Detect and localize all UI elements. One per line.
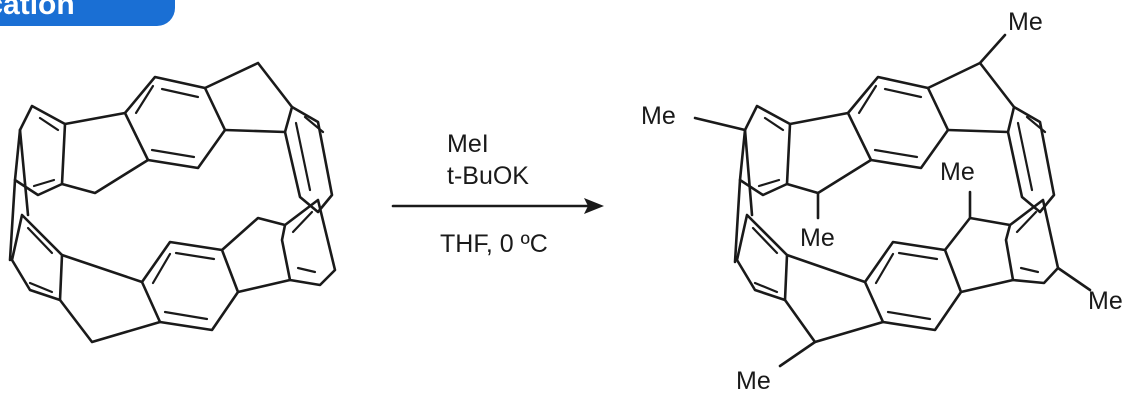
reactant-ch2-bottom: [58, 298, 162, 344]
product-ring-left-lower: [735, 213, 789, 302]
methyl-label-left: Me: [641, 102, 676, 130]
methyl-label-bottom: Me: [736, 367, 771, 395]
reactant-ch2-mid: [220, 216, 287, 252]
reaction-arrow: [391, 198, 604, 214]
reactant-ring-right-upper: [283, 105, 334, 214]
reactant-ch2-left: [60, 158, 150, 195]
reactant-ch2-top: [203, 61, 294, 109]
product-ring-right-upper: [1006, 105, 1056, 214]
product-ring-right-lower: [1004, 198, 1060, 285]
product-chme-top: [926, 61, 1016, 109]
section-badge: ication: [0, 0, 175, 26]
section-badge-label: ication: [0, 0, 75, 21]
methyl-label-right: Me: [1088, 287, 1123, 315]
reactant-ring-left-lower: [10, 213, 64, 302]
product-chme-mid: [943, 216, 1012, 252]
product-chme-left: [785, 158, 873, 195]
reagent-mei: MeI: [447, 130, 489, 158]
methyl-label-inner-right: Me: [940, 158, 975, 186]
methyl-label-top: Me: [1008, 8, 1043, 36]
methyl-label-inner-left: Me: [800, 224, 835, 252]
reactant-ring-right-lower: [280, 198, 337, 287]
reactant-molecule: [8, 61, 337, 344]
reagent-tbuok: t-BuOK: [447, 162, 529, 190]
product-chme-bottom: [783, 298, 885, 344]
product-molecule: [693, 33, 1092, 368]
reaction-conditions: THF, 0 ºC: [440, 230, 548, 258]
